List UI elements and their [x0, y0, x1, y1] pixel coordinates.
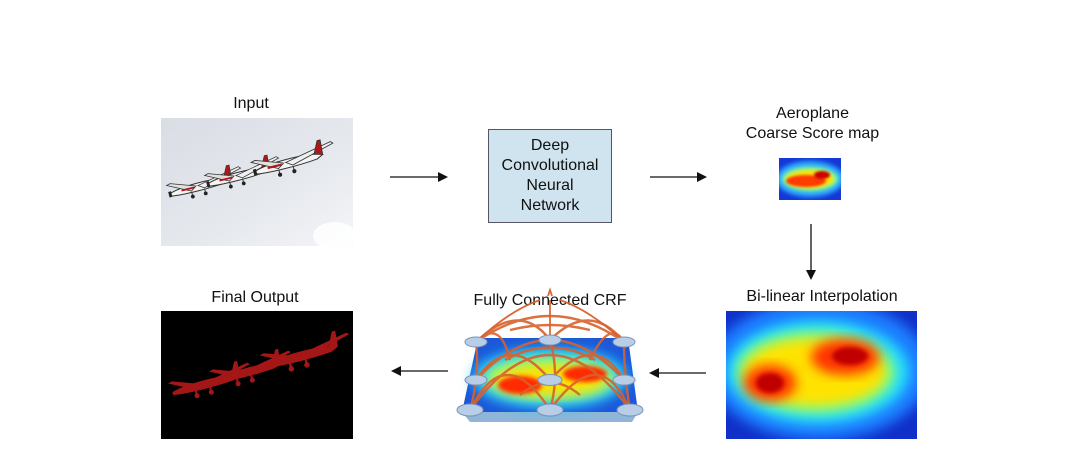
input-image: [161, 118, 357, 250]
dcnn-line-2: Convolutional: [501, 157, 599, 174]
final-output-label: Final Output: [211, 289, 299, 306]
final-output-image: [161, 311, 355, 439]
bilinear-label: Bi-linear Interpolation: [746, 288, 898, 305]
crf-graph: [456, 287, 644, 422]
score-map-label-line2: Coarse Score map: [745, 125, 880, 142]
dcnn-line-3: Neural: [526, 177, 574, 194]
dcnn-box: Deep Convolutional Neural Network: [488, 129, 612, 223]
bilinear-heatmap: [726, 311, 917, 439]
dcnn-line-4: Network: [520, 197, 580, 214]
score-map-label-line1: Aeroplane: [776, 105, 849, 122]
dcnn-line-1: Deep: [530, 137, 570, 154]
score-map-label: Aeroplane Coarse Score map: [720, 104, 905, 144]
coarse-score-map: [779, 158, 841, 200]
input-label: Input: [233, 95, 269, 112]
